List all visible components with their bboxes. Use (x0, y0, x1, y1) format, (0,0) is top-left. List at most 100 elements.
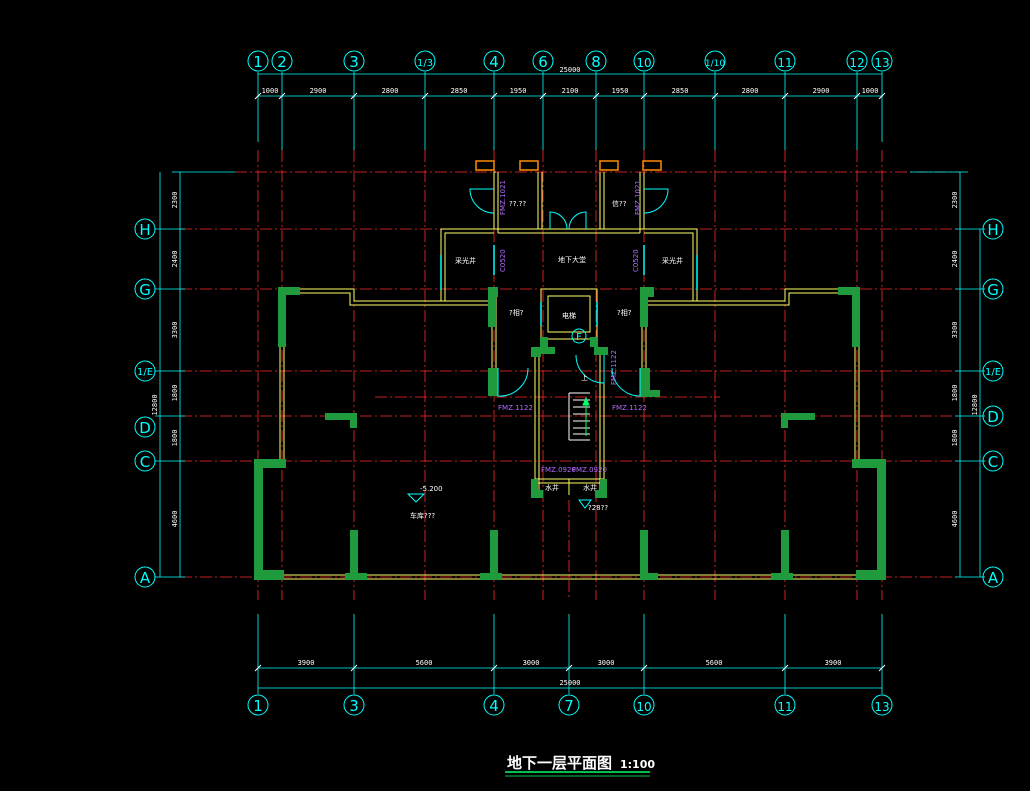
top-dim-seg-8: 2850 (672, 87, 689, 95)
room-right-small: 信?? (612, 199, 627, 208)
left-dimension-texts: 2300 2400 3300 1800 1800 4600 12800 (151, 192, 179, 528)
axis-label-top-4: 4 (489, 53, 499, 71)
axis-label-bottom-11: 11 (777, 700, 792, 714)
door-labels: FMZ.1021 FMZ.1021 FMZ.1122 FMZ.1122 FMZ.… (498, 180, 647, 474)
door-label-right: FMZ.1122 (612, 404, 647, 412)
drawing-scale: 1:100 (620, 758, 655, 771)
right-dim-seg-4: 1800 (951, 385, 959, 402)
top-dim-seg-1: 1000 (262, 87, 279, 95)
top-axis-bubbles (247, 50, 893, 72)
axis-label-top-3: 3 (349, 53, 359, 71)
level-mark-text: -5.200 (420, 485, 443, 493)
axis-label-bottom-4: 4 (489, 697, 499, 715)
left-dim-seg-4: 1800 (171, 385, 179, 402)
room-elevator: 电梯 (562, 311, 576, 320)
axis-label-top-1-3: 1/3 (417, 58, 433, 69)
axis-label-left-g: G (139, 281, 151, 299)
left-dim-seg-1: 2300 (171, 192, 179, 209)
bottom-dim-seg-2: 5600 (416, 659, 433, 667)
axis-label-top-2: 2 (277, 53, 287, 71)
bottom-dim-seg-4: 3000 (598, 659, 615, 667)
top-dim-seg-4: 2850 (451, 87, 468, 95)
right-dimension-texts: 2300 2400 3300 1800 1800 4600 12800 (951, 192, 979, 528)
top-dim-seg-10: 2900 (813, 87, 830, 95)
axis-label-top-12: 12 (849, 56, 864, 70)
vent-boxes (475, 160, 662, 171)
dimension-ticks (254, 92, 886, 672)
drawing-title: 地下一层平面图 (507, 754, 612, 772)
axis-label-right-g: G (987, 281, 999, 299)
axis-label-left-c: C (140, 453, 150, 471)
f-marker-label: F (576, 332, 582, 343)
window-marks (440, 245, 698, 326)
axis-label-bottom-13: 13 (874, 700, 889, 714)
level-mark-triangle-below (578, 499, 592, 509)
right-dim-seg-3: 3300 (951, 322, 959, 339)
bottom-dimension-lines (257, 614, 883, 694)
level-mark-triangle (406, 493, 426, 503)
window-label-right: C0520 (632, 249, 640, 272)
door-label-left-top: FMZ.1021 (499, 180, 507, 215)
bottom-axis-bubbles (247, 694, 893, 716)
axis-label-right-h: H (987, 221, 998, 239)
left-dim-total: 12800 (151, 394, 159, 415)
axis-label-top-11: 11 (777, 56, 792, 70)
top-dim-seg-3: 2800 (382, 87, 399, 95)
left-dim-seg-3: 3300 (171, 322, 179, 339)
wall-outlines (255, 171, 885, 580)
bottom-dim-seg-6: 3900 (825, 659, 842, 667)
top-axis-labels: 1 2 3 1/3 4 6 8 10 1/10 11 12 13 (253, 53, 889, 71)
bottom-dim-total: 25000 (559, 679, 580, 687)
room-lobby: 地下大堂 (558, 255, 586, 264)
bottom-dim-seg-1: 3900 (298, 659, 315, 667)
right-dim-seg-6: 4600 (951, 511, 959, 528)
left-dimension-lines (155, 171, 235, 578)
left-dim-seg-5: 1800 (171, 430, 179, 447)
window-label-left: C0520 (499, 249, 507, 272)
door-label-right-top: FMZ.1021 (634, 180, 642, 215)
room-left-shop: ?相? (509, 308, 524, 317)
axis-label-right-c: C (988, 453, 998, 471)
left-axis-labels: H G 1/E D C A (137, 221, 153, 587)
top-dim-seg-6: 2100 (562, 87, 579, 95)
bottom-axis-labels: 1 3 4 7 10 11 13 (253, 697, 889, 715)
top-dim-seg-5: 1950 (510, 87, 527, 95)
axis-label-bottom-10: 10 (636, 700, 651, 714)
axis-label-top-6: 6 (538, 53, 548, 71)
axis-label-right-a: A (988, 569, 999, 587)
axis-label-top-8: 8 (591, 53, 601, 71)
axis-label-right-d: D (987, 408, 999, 426)
axis-label-bottom-3: 3 (349, 697, 359, 715)
axis-grid-horizontal (180, 171, 960, 578)
right-dim-total: 12800 (971, 394, 979, 415)
top-dimension-texts: 25000 1000 2900 2800 2850 1950 2100 1950… (262, 66, 879, 95)
axis-label-left-a: A (140, 569, 151, 587)
right-dim-seg-1: 2300 (951, 192, 959, 209)
left-axis-bubbles (134, 218, 156, 588)
axis-label-left-d: D (139, 419, 151, 437)
bottom-dim-seg-3: 3000 (523, 659, 540, 667)
stair-up-tag: 上 (581, 373, 588, 382)
room-right-shop: ?相? (617, 308, 632, 317)
door-swings (469, 188, 669, 397)
left-dim-seg-2: 2400 (171, 251, 179, 268)
top-dim-seg-2: 2900 (310, 87, 327, 95)
right-axis-labels: H G 1/E D C A (985, 221, 1001, 587)
axis-label-left-h: H (139, 221, 150, 239)
top-dim-seg-9: 2800 (742, 87, 759, 95)
right-dim-seg-2: 2400 (951, 251, 959, 268)
door-label-stair-left: FMZ.0920 (541, 466, 576, 474)
right-axis-bubbles (982, 218, 1004, 588)
top-dim-seg-7: 1950 (612, 87, 629, 95)
axis-label-top-13: 13 (874, 56, 889, 70)
room-left-small: ??.?? (509, 200, 526, 208)
level-mark-text-below: ?28?? (588, 504, 608, 512)
axis-label-top-1-10: 1/10 (705, 59, 725, 69)
room-storage: 车库??? (410, 511, 435, 520)
room-left-light-well: 采光井 (455, 256, 476, 265)
bottom-dim-seg-5: 5600 (706, 659, 723, 667)
wall-fills (254, 287, 886, 580)
axis-label-left-1-e: 1/E (137, 367, 153, 378)
room-labels: 采光井 采光井 地下大堂 ??.?? 信?? ?相? ?相? 电梯 水井 水井 … (410, 199, 683, 520)
